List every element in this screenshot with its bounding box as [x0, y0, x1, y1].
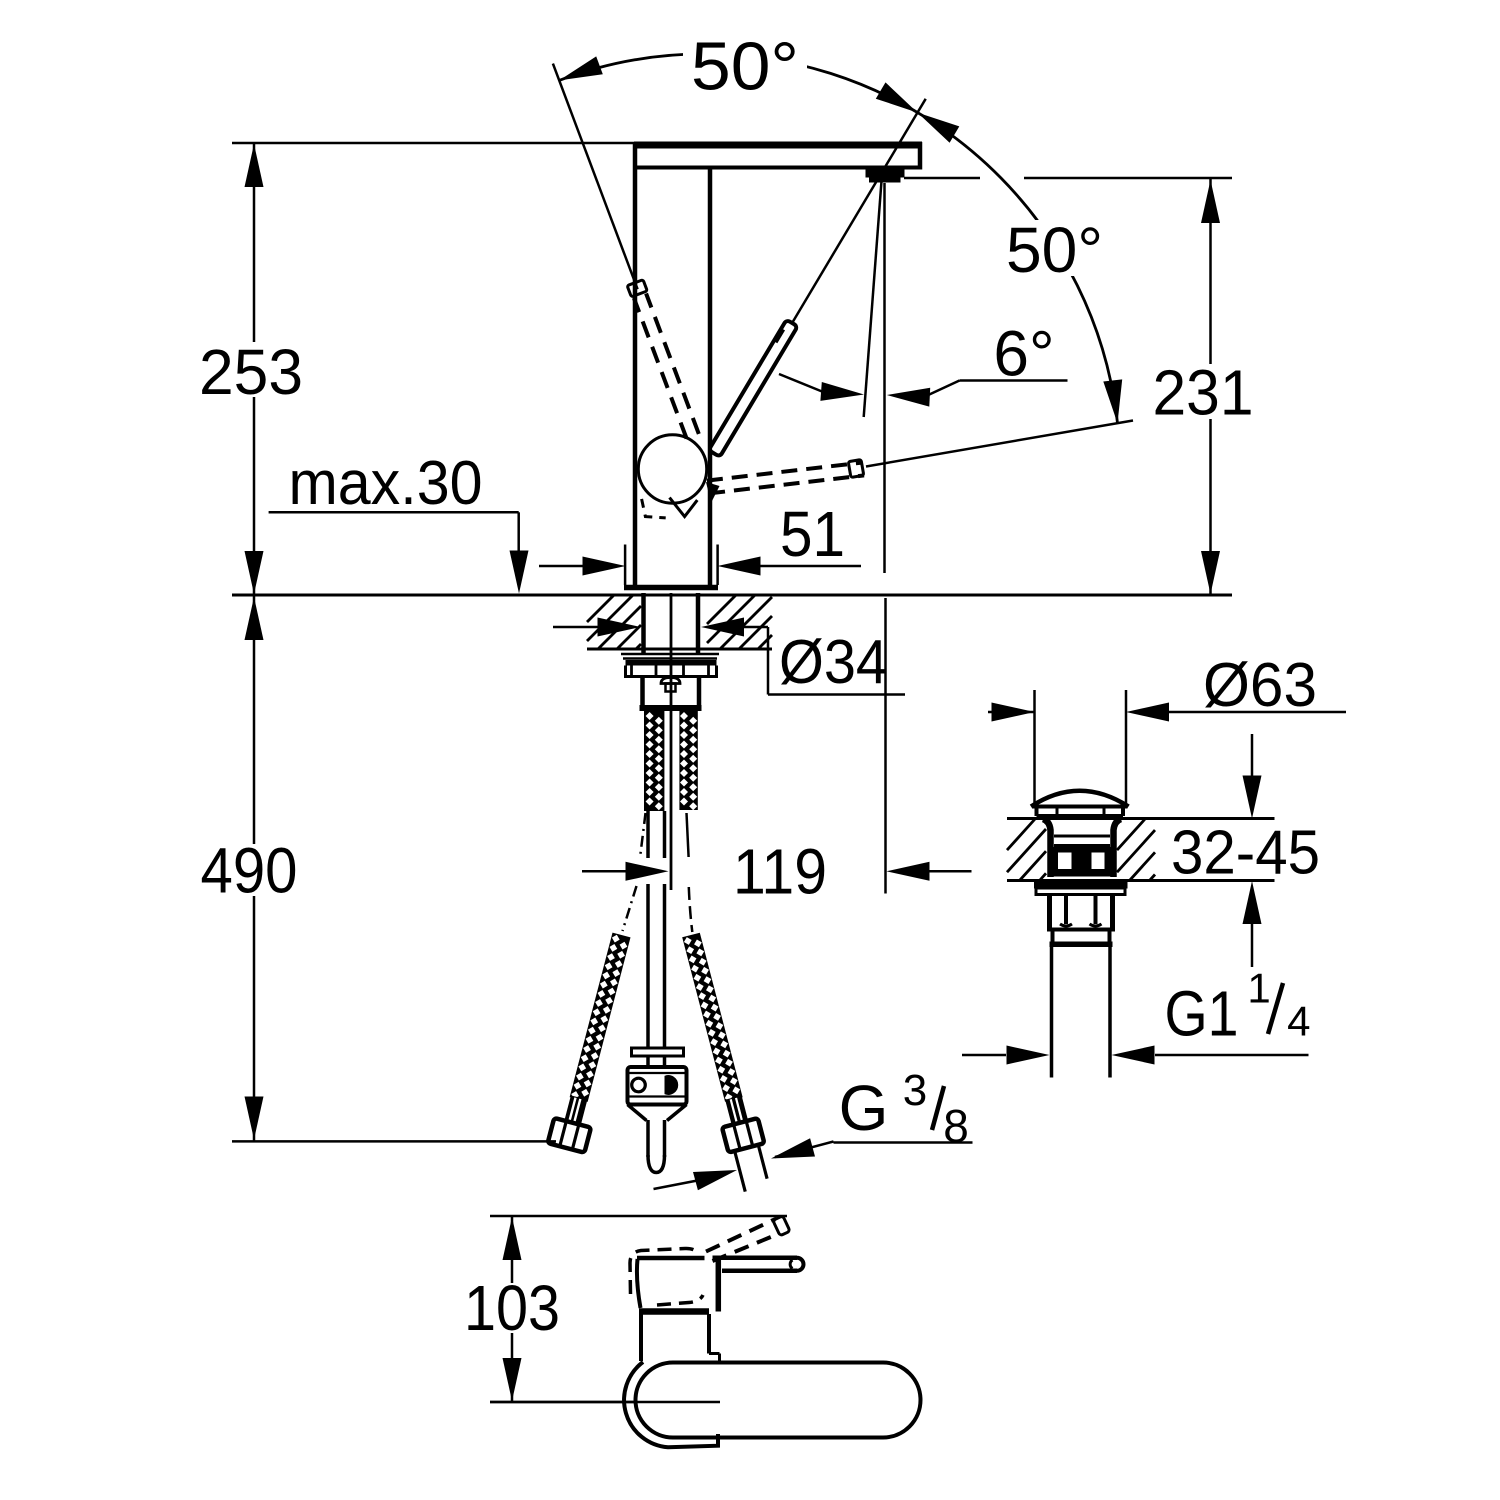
- svg-text:Ø63: Ø63: [1203, 651, 1317, 720]
- svg-text:50°: 50°: [691, 29, 799, 105]
- svg-text:1: 1: [1247, 965, 1270, 1012]
- svg-text:Ø34: Ø34: [779, 628, 888, 697]
- svg-text:max.30: max.30: [289, 449, 483, 518]
- svg-text:50°: 50°: [1006, 214, 1103, 286]
- svg-text:G: G: [839, 1072, 889, 1144]
- svg-text:6°: 6°: [993, 318, 1054, 390]
- svg-text:8: 8: [943, 1100, 969, 1152]
- svg-text:253: 253: [199, 336, 303, 408]
- svg-text:490: 490: [201, 835, 298, 907]
- svg-text:51: 51: [780, 498, 845, 570]
- svg-text:32-45: 32-45: [1171, 819, 1320, 888]
- svg-text:103: 103: [464, 1272, 560, 1344]
- svg-text:4: 4: [1287, 998, 1310, 1045]
- svg-text:119: 119: [733, 836, 827, 908]
- svg-text:231: 231: [1153, 357, 1254, 429]
- svg-text:3: 3: [903, 1066, 927, 1115]
- svg-text:G1: G1: [1165, 978, 1239, 1050]
